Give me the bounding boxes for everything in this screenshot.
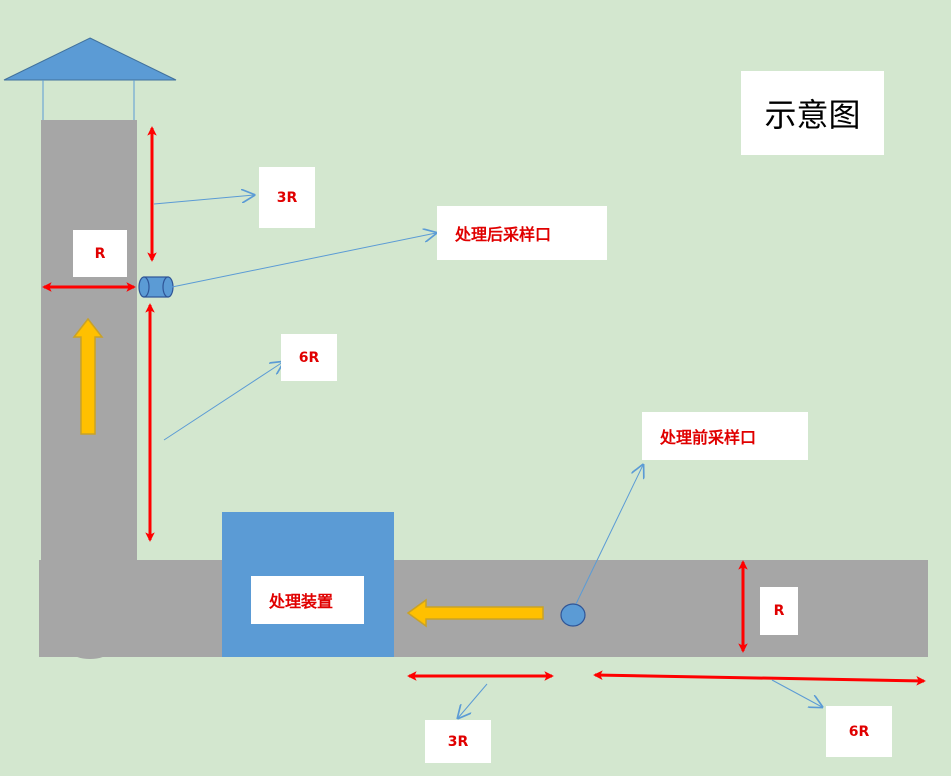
before-sampling-port-icon — [560, 603, 586, 627]
leader-bottom-3r — [458, 683, 488, 718]
label-upper-3r: 3R — [259, 167, 315, 228]
leader-upper-3r — [153, 195, 254, 205]
leader-bottom-6r — [771, 679, 822, 707]
label-stack-6r: 6R — [281, 334, 337, 381]
label-bottom-6r: 6R — [826, 706, 892, 757]
flow-up-arrow — [72, 317, 104, 435]
leader-before-port — [575, 465, 643, 605]
after-sampling-port-icon — [138, 276, 174, 298]
flow-left-arrow — [406, 598, 544, 628]
leader-after-port — [171, 233, 436, 288]
diagram-title: 示意图 — [741, 71, 884, 155]
label-bottom-3r: 3R — [425, 720, 491, 763]
dim-arrow-bottom-6r — [593, 670, 926, 686]
label-before-sampling-port: 处理前采样口 — [642, 412, 808, 460]
label-stack-r: R — [73, 230, 127, 277]
rain-cap-roof — [3, 37, 177, 81]
label-treatment-device: 处理装置 — [251, 576, 364, 624]
leader-stack-6r — [163, 362, 283, 441]
elbow-bottom — [72, 645, 108, 659]
label-after-sampling-port: 处理后采样口 — [437, 206, 607, 260]
label-duct-r: R — [760, 587, 798, 635]
